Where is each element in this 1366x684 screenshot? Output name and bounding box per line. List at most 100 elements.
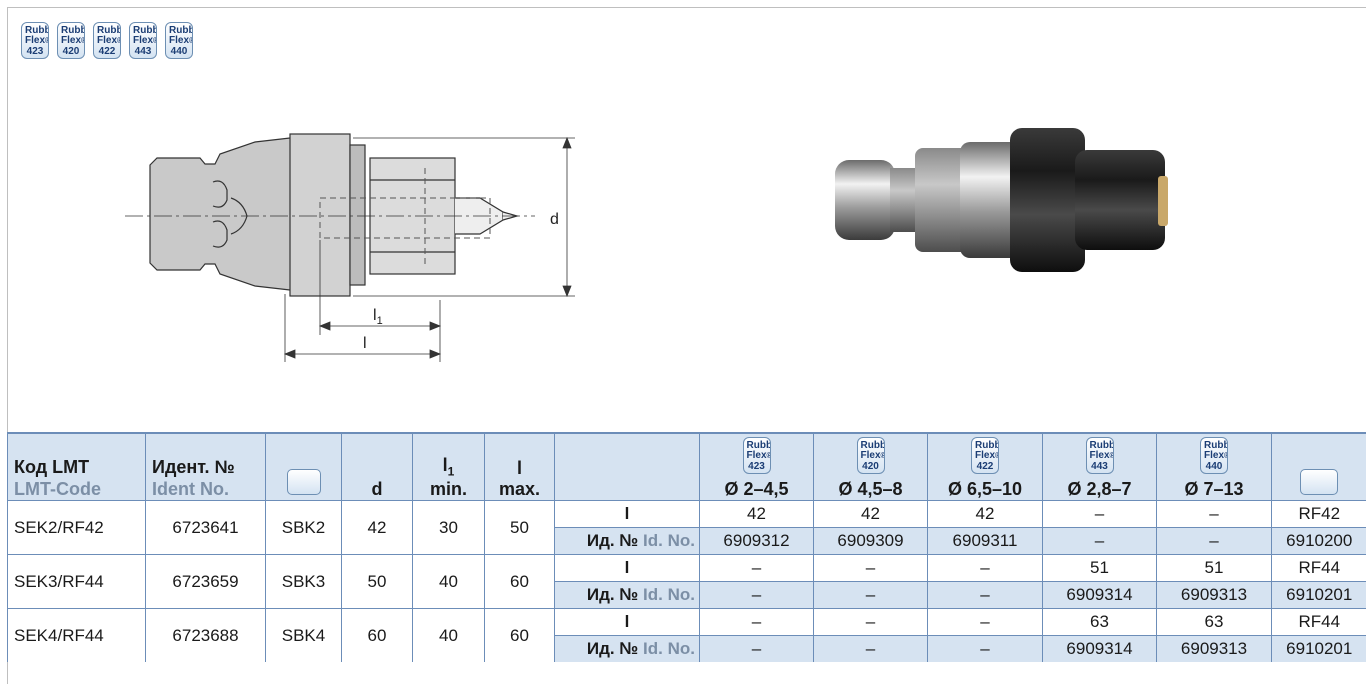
cell-l: 60 bbox=[484, 554, 555, 609]
rubberflex-badge-422: Rubber-Flex®422 bbox=[93, 22, 121, 59]
cell-row-label-id: Ид. № Id. No. bbox=[554, 527, 700, 555]
cell-l1: 30 bbox=[412, 500, 485, 555]
cell-id-val: 6909314 bbox=[1042, 635, 1157, 662]
cell-d: 50 bbox=[341, 554, 413, 609]
cell-id-val: – bbox=[927, 581, 1043, 609]
cell-row-label-l: l bbox=[554, 554, 700, 582]
table-row: SEK2/RF42 6723641 SBK2 42 30 50 l 42 42 … bbox=[7, 500, 1366, 555]
cell-id-val: 6909312 bbox=[699, 527, 814, 555]
product-photo bbox=[835, 128, 1168, 272]
table-row: Ид. № Id. No. – – – 6909314 6909313 6910… bbox=[8, 581, 1366, 609]
dimension-label-l: l bbox=[363, 335, 367, 352]
rubberflex-badge-440: Rubber-Flex®440 bbox=[1200, 437, 1228, 474]
cell-d: 60 bbox=[341, 608, 413, 662]
col-header-label bbox=[554, 432, 700, 501]
cell-id-val: 6909309 bbox=[813, 527, 928, 555]
table-row: Ид. № Id. No. – – – 6909314 6909313 6910… bbox=[8, 635, 1366, 662]
cell-l-val: RF44 bbox=[1271, 608, 1366, 636]
cell-id-val: – bbox=[1156, 527, 1272, 555]
cell-code: SEK2/RF42 bbox=[7, 500, 146, 555]
table-row: SEK3/RF44 6723659 SBK3 50 40 60 l – – – … bbox=[7, 554, 1366, 609]
cell-id-val: 6909313 bbox=[1156, 635, 1272, 662]
technical-drawing: d l1 l bbox=[125, 133, 575, 362]
cell-id-val: – bbox=[699, 581, 814, 609]
cell-l-val: – bbox=[1042, 500, 1157, 528]
cell-id-val: 6909313 bbox=[1156, 581, 1272, 609]
cell-code: SEK4/RF44 bbox=[7, 608, 146, 662]
cell-id-val: – bbox=[699, 635, 814, 662]
cell-l-val: – bbox=[699, 554, 814, 582]
rubberflex-badge-440: Rubber-Flex®440 bbox=[165, 22, 193, 59]
cell-l-val: 51 bbox=[1156, 554, 1272, 582]
table-row: Ид. № Id. No. 6909312 6909309 6909311 – … bbox=[8, 527, 1366, 555]
rubberflex-badge-422: Rubber-Flex®422 bbox=[971, 437, 999, 474]
cell-id-val: – bbox=[927, 635, 1043, 662]
cell-row-label-id: Ид. № Id. No. bbox=[554, 635, 700, 662]
page-frame bbox=[7, 7, 1366, 684]
tool-holder-icon bbox=[286, 469, 321, 495]
cell-id-val: – bbox=[813, 635, 928, 662]
rubberflex-badge-420: Rubber-Flex®420 bbox=[856, 437, 885, 474]
cell-tool: SBK4 bbox=[265, 608, 342, 662]
cell-id-val: 6909311 bbox=[927, 527, 1043, 555]
cell-code: SEK3/RF44 bbox=[7, 554, 146, 609]
dimension-label-d: d bbox=[550, 211, 559, 228]
cell-l-val: – bbox=[813, 608, 928, 636]
cell-row-label-id: Ид. № Id. No. bbox=[554, 581, 700, 609]
cell-l-val: – bbox=[813, 554, 928, 582]
cell-id-val: 6910201 bbox=[1271, 635, 1366, 662]
cell-l-val: 51 bbox=[1042, 554, 1157, 582]
cell-ident: 6723641 bbox=[145, 500, 266, 555]
cell-ident: 6723659 bbox=[145, 554, 266, 609]
cell-d: 42 bbox=[341, 500, 413, 555]
cell-l-val: – bbox=[699, 608, 814, 636]
rubberflex-badge-443: Rubber-Flex®443 bbox=[1085, 437, 1114, 474]
col-header-key bbox=[1271, 432, 1366, 501]
col-header-tool bbox=[265, 432, 342, 501]
cell-tool: SBK2 bbox=[265, 500, 342, 555]
cell-l-val: – bbox=[927, 554, 1043, 582]
cell-id-val: 6910200 bbox=[1271, 527, 1366, 555]
dimension-label-l1: l1 bbox=[373, 307, 383, 327]
cell-id-val: – bbox=[1042, 527, 1157, 555]
cell-id-val: 6909314 bbox=[1042, 581, 1157, 609]
cell-l1: 40 bbox=[412, 554, 485, 609]
cell-ident: 6723688 bbox=[145, 608, 266, 662]
cell-tool: SBK3 bbox=[265, 554, 342, 609]
cell-l-val: RF42 bbox=[1271, 500, 1366, 528]
cell-row-label-l: l bbox=[554, 608, 700, 636]
rubberflex-badge-443: Rubber-Flex®443 bbox=[129, 22, 157, 59]
cell-l: 50 bbox=[484, 500, 555, 555]
cell-id-val: – bbox=[813, 581, 928, 609]
cell-l1: 40 bbox=[412, 608, 485, 662]
cell-row-label-l: l bbox=[554, 500, 700, 528]
cell-l-val: RF44 bbox=[1271, 554, 1366, 582]
cell-l: 60 bbox=[484, 608, 555, 662]
table-row: SEK4/RF44 6723688 SBK4 60 40 60 l – – – … bbox=[7, 608, 1366, 662]
cell-l-val: – bbox=[927, 608, 1043, 636]
rubberflex-badge-423: Rubber-Flex®423 bbox=[21, 22, 49, 59]
cell-l-val: 42 bbox=[699, 500, 814, 528]
key-icon bbox=[1300, 469, 1339, 495]
rubberflex-badge-423: Rubber-Flex®423 bbox=[742, 437, 771, 474]
cell-l-val: 63 bbox=[1042, 608, 1157, 636]
cell-l-val: 42 bbox=[927, 500, 1043, 528]
cell-l-val: 42 bbox=[813, 500, 928, 528]
cell-l-val: 63 bbox=[1156, 608, 1272, 636]
rubberflex-badge-420: Rubber-Flex®420 bbox=[57, 22, 85, 59]
cell-l-val: – bbox=[1156, 500, 1272, 528]
col-header-d: d bbox=[341, 432, 413, 501]
rubberflex-badge-row: Rubber-Flex®423 Rubber-Flex®420 Rubber-Fle… bbox=[21, 22, 201, 64]
